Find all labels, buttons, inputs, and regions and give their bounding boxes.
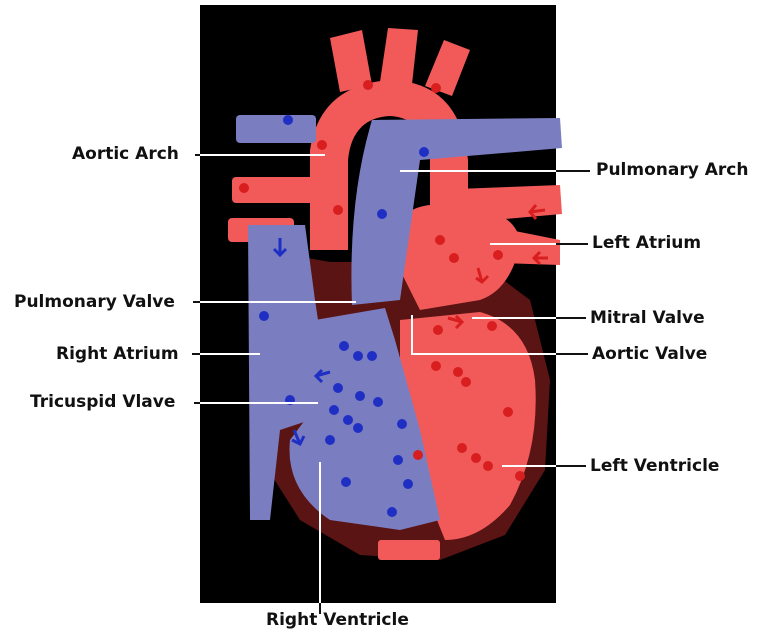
label-left-atrium: Left Atrium bbox=[592, 233, 701, 253]
red-dot bbox=[363, 80, 373, 90]
blue-dot bbox=[329, 405, 339, 415]
blue-dot bbox=[367, 351, 377, 361]
blue-dot bbox=[283, 115, 293, 125]
red-dot bbox=[449, 253, 459, 263]
label-pulmonary-valve: Pulmonary Valve bbox=[14, 292, 175, 312]
blue-dot bbox=[353, 351, 363, 361]
red-dot bbox=[435, 235, 445, 245]
blue-dot bbox=[387, 507, 397, 517]
label-right-ventricle: Right Ventricle bbox=[266, 610, 409, 630]
blue-dot bbox=[419, 147, 429, 157]
red-dot bbox=[483, 461, 493, 471]
label-pulmonary-arch: Pulmonary Arch bbox=[596, 160, 748, 180]
blue-dot bbox=[377, 209, 387, 219]
red-dot bbox=[503, 407, 513, 417]
label-aortic-valve: Aortic Valve bbox=[592, 344, 707, 364]
label-left-ventricle: Left Ventricle bbox=[590, 456, 719, 476]
blue-dot bbox=[373, 397, 383, 407]
red-dot bbox=[413, 450, 423, 460]
red-dot bbox=[239, 183, 249, 193]
blue-dot bbox=[403, 479, 413, 489]
blue-dot bbox=[333, 383, 343, 393]
descending-aorta bbox=[378, 540, 440, 560]
blue-dot bbox=[341, 477, 351, 487]
label-aortic-arch: Aortic Arch bbox=[72, 144, 179, 164]
blue-dot bbox=[259, 311, 269, 321]
red-dot bbox=[431, 361, 441, 371]
label-right-atrium: Right Atrium bbox=[56, 344, 179, 364]
red-dot bbox=[453, 367, 463, 377]
red-dot bbox=[433, 325, 443, 335]
red-dot bbox=[431, 83, 441, 93]
blue-dot bbox=[397, 419, 407, 429]
red-dot bbox=[493, 250, 503, 260]
red-dot bbox=[515, 471, 525, 481]
blue-dot bbox=[339, 341, 349, 351]
blue-dot bbox=[393, 455, 403, 465]
red-dot bbox=[487, 321, 497, 331]
red-dot bbox=[461, 377, 471, 387]
upper-left-blue-vessel bbox=[236, 115, 316, 143]
red-dot bbox=[471, 453, 481, 463]
red-dot bbox=[457, 443, 467, 453]
red-dot bbox=[333, 205, 343, 215]
blue-dot bbox=[325, 435, 335, 445]
blue-dot bbox=[343, 415, 353, 425]
label-mitral-valve: Mitral Valve bbox=[590, 308, 705, 328]
blue-dot bbox=[355, 391, 365, 401]
red-dot bbox=[317, 140, 327, 150]
label-tricuspid-valve: Tricuspid Vlave bbox=[30, 392, 175, 412]
blue-dot bbox=[353, 423, 363, 433]
